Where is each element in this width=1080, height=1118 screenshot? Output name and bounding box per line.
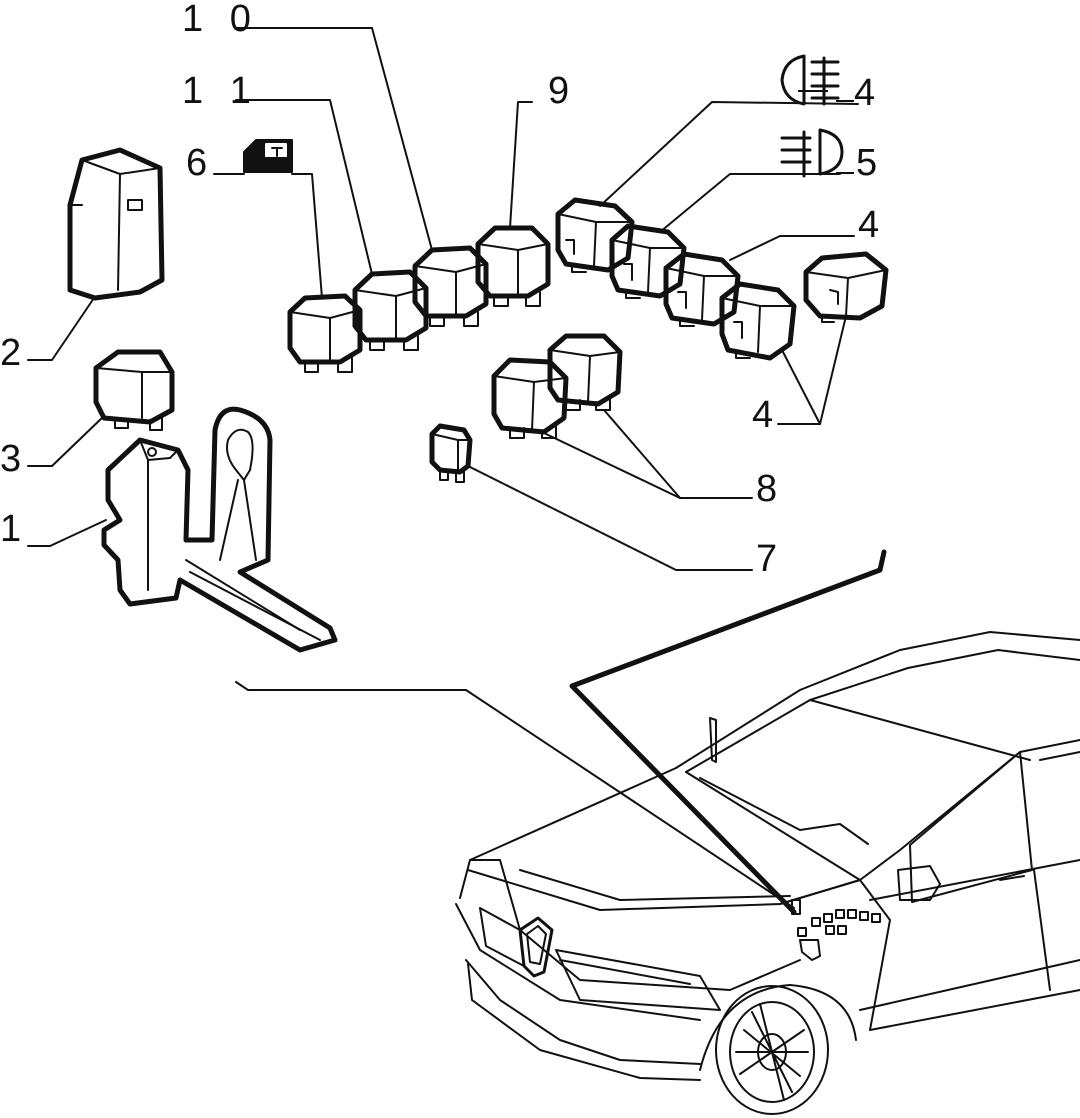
callout-1: 1 [0,508,22,550]
callout-4-top-underscore [798,90,828,92]
rear-fog-lamp-icon [780,128,844,178]
callout-10: 1 0 [182,0,259,40]
part-4-relay-mid [666,254,738,326]
callout-3: 3 [0,438,22,480]
part-4-relay-lower [722,284,794,358]
part-5-relay-rear-fog [612,226,684,298]
callout-11: 1 1 [182,70,259,112]
callout-8: 8 [756,468,778,510]
callout-5: 5 [856,142,878,184]
callout-9: 9 [548,70,570,112]
callout-6: 6 [186,142,208,184]
part-8-relay-left [494,360,566,438]
part-9-relay [478,228,548,306]
part-4-relay-right [806,254,886,322]
callout-4-top: 4 [854,72,876,114]
car-illustration [456,632,1080,1114]
part-7-fuse [432,426,470,482]
part-1-relay-bracket [104,409,335,650]
part-6-relay [290,296,360,372]
part-3-relay [96,352,172,430]
leader-lines [27,27,859,571]
callout-4-bottom: 4 [752,394,774,436]
callout-5-dash [836,172,854,174]
location-pointer [235,549,887,915]
callout-2: 2 [0,332,22,374]
callout-4-top-dash [836,100,854,102]
callout-7: 7 [756,538,778,580]
front-fog-lamp-icon [780,54,840,106]
part-4-relay-front-fog [558,200,632,272]
power-window-icon [243,139,293,173]
part-2-relay-cover [70,150,162,298]
callout-4-middle: 4 [858,204,880,246]
